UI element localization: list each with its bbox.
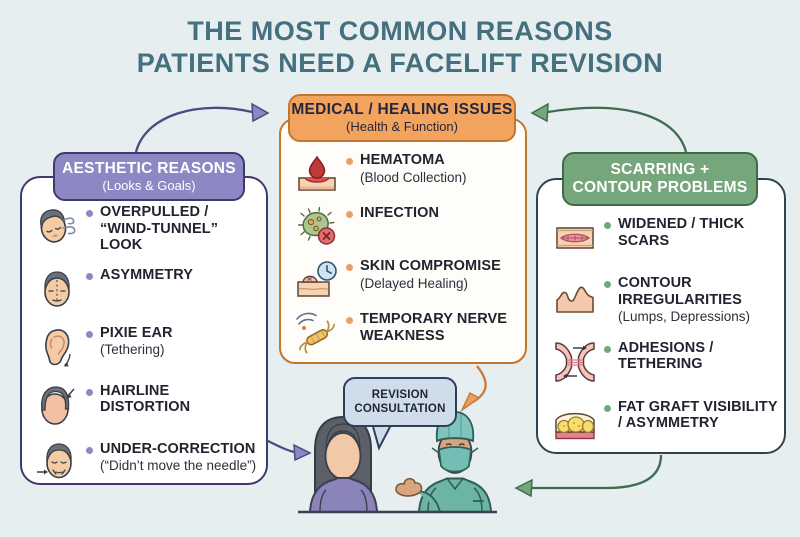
list-item: TEMPORARY NERVE WEAKNESS [294, 311, 522, 355]
item-title: PIXIE EAR [100, 324, 173, 341]
bullet-dot [346, 211, 353, 218]
item-title: OVERPULLED / “WIND-TUNNEL” LOOK [100, 204, 219, 254]
bullet-dot [86, 446, 93, 454]
item-title: WIDENED / THICK SCARS [618, 216, 745, 249]
pixie-ear-icon [34, 325, 80, 369]
list-item: INFECTION [294, 205, 522, 249]
item-subtitle: (“Didn’t move the needle”) [100, 458, 257, 474]
bubble-line2: CONSULTATION [354, 403, 446, 415]
list-item: ADHESIONS / TETHERING [552, 340, 780, 384]
arrow-aesthetic-to-medical [134, 106, 253, 153]
item-title: CONTOUR IRREGULARITIES [618, 275, 742, 308]
item-title: HAIRLINE DISTORTION [100, 382, 191, 416]
wind-tunnel-face-icon [34, 204, 80, 248]
page-title-line1: THE MOST COMMON REASONS [187, 16, 613, 46]
scarring-header-title: SCARRING + [610, 161, 710, 179]
list-item: SKIN COMPROMISE(Delayed Healing) [294, 258, 522, 302]
bullet-dot [86, 330, 93, 338]
list-item: PIXIE EAR(Tethering) [34, 325, 260, 371]
scarring-item-list: WIDENED / THICK SCARS CONTOUR IRREGULARI… [552, 216, 780, 458]
bullet-dot [346, 158, 353, 165]
bullet-dot [86, 210, 93, 217]
hematoma-icon [294, 152, 340, 196]
infection-icon [294, 205, 340, 249]
revision-consultation-bubble: REVISION CONSULTATION [343, 377, 457, 427]
bullet-dot [86, 388, 93, 396]
page-title-line2: PATIENTS NEED A FACELIFT REVISION [136, 47, 664, 78]
page-title: THE MOST COMMON REASONS PATIENTS NEED A … [0, 16, 800, 80]
medical-panel-header: MEDICAL / HEALING ISSUES (Health & Funct… [288, 94, 516, 142]
bullet-dot [346, 317, 353, 324]
fat-graft-icon [552, 399, 598, 443]
list-item: FAT GRAFT VISIBILITY / ASYMMETRY [552, 399, 780, 443]
arrow-medical-to-consultation [472, 365, 487, 403]
item-title: INFECTION [360, 205, 440, 221]
bullet-dot [604, 281, 611, 288]
widened-scar-icon [552, 216, 598, 260]
list-item: ASYMMETRY [34, 267, 260, 313]
item-title: TEMPORARY NERVE WEAKNESS [360, 311, 508, 344]
aesthetic-item-list: OVERPULLED / “WIND-TUNNEL” LOOK ASYMMETR… [34, 204, 260, 499]
list-item: HEMATOMA(Blood Collection) [294, 152, 522, 196]
item-title: HEMATOMA [360, 152, 445, 168]
patient-illustration [308, 415, 379, 513]
under-correction-face-icon [34, 441, 80, 485]
aesthetic-panel-header: AESTHETIC REASONS (Looks & Goals) [53, 152, 245, 201]
list-item: OVERPULLED / “WIND-TUNNEL” LOOK [34, 204, 260, 255]
item-title: ADHESIONS / TETHERING [618, 339, 714, 373]
hairline-distortion-icon [34, 383, 80, 427]
list-item: CONTOUR IRREGULARITIES(Lumps, Depression… [552, 275, 780, 325]
aesthetic-header-title: AESTHETIC REASONS [62, 159, 236, 177]
item-title: UNDER-CORRECTION [100, 440, 256, 457]
item-subtitle: (Tethering) [100, 342, 165, 358]
surgeon-illustration [395, 411, 493, 513]
bubble-line1: REVISION [371, 388, 429, 401]
list-item: UNDER-CORRECTION(“Didn’t move the needle… [34, 441, 260, 487]
asymmetry-face-icon [34, 267, 80, 311]
item-title: FAT GRAFT VISIBILITY / ASYMMETRY [618, 398, 778, 432]
scarring-header-title2: CONTOUR PROBLEMS [572, 179, 748, 196]
list-item: WIDENED / THICK SCARS [552, 216, 780, 260]
item-subtitle: (Delayed Healing) [360, 275, 469, 291]
bullet-dot [604, 222, 611, 229]
arrow-scarring-to-consultation [532, 454, 663, 490]
item-title: SKIN COMPROMISE [360, 258, 501, 274]
bullet-dot [86, 272, 93, 280]
medical-item-list: HEMATOMA(Blood Collection) INFECTION [294, 152, 522, 364]
adhesions-icon [552, 340, 598, 384]
scarring-panel-header: SCARRING + CONTOUR PROBLEMS [562, 152, 758, 206]
skin-compromise-icon [294, 258, 340, 302]
medical-header-subtitle: (Health & Function) [346, 119, 458, 135]
nerve-weakness-icon [294, 311, 340, 355]
bullet-dot [604, 345, 611, 353]
item-subtitle: (Blood Collection) [360, 169, 467, 185]
bullet-dot [604, 404, 611, 412]
bullet-dot [346, 264, 353, 271]
list-item: HAIRLINE DISTORTION [34, 383, 260, 429]
arrow-scarring-to-medical [547, 106, 688, 153]
consultation-scene [298, 411, 497, 514]
scarring-panel [536, 178, 786, 454]
medical-header-title: MEDICAL / HEALING ISSUES [291, 101, 513, 119]
item-title: ASYMMETRY [100, 266, 194, 283]
item-subtitle: (Lumps, Depressions) [618, 309, 751, 325]
contour-irregularities-icon [552, 275, 598, 319]
aesthetic-header-subtitle: (Looks & Goals) [102, 177, 196, 193]
